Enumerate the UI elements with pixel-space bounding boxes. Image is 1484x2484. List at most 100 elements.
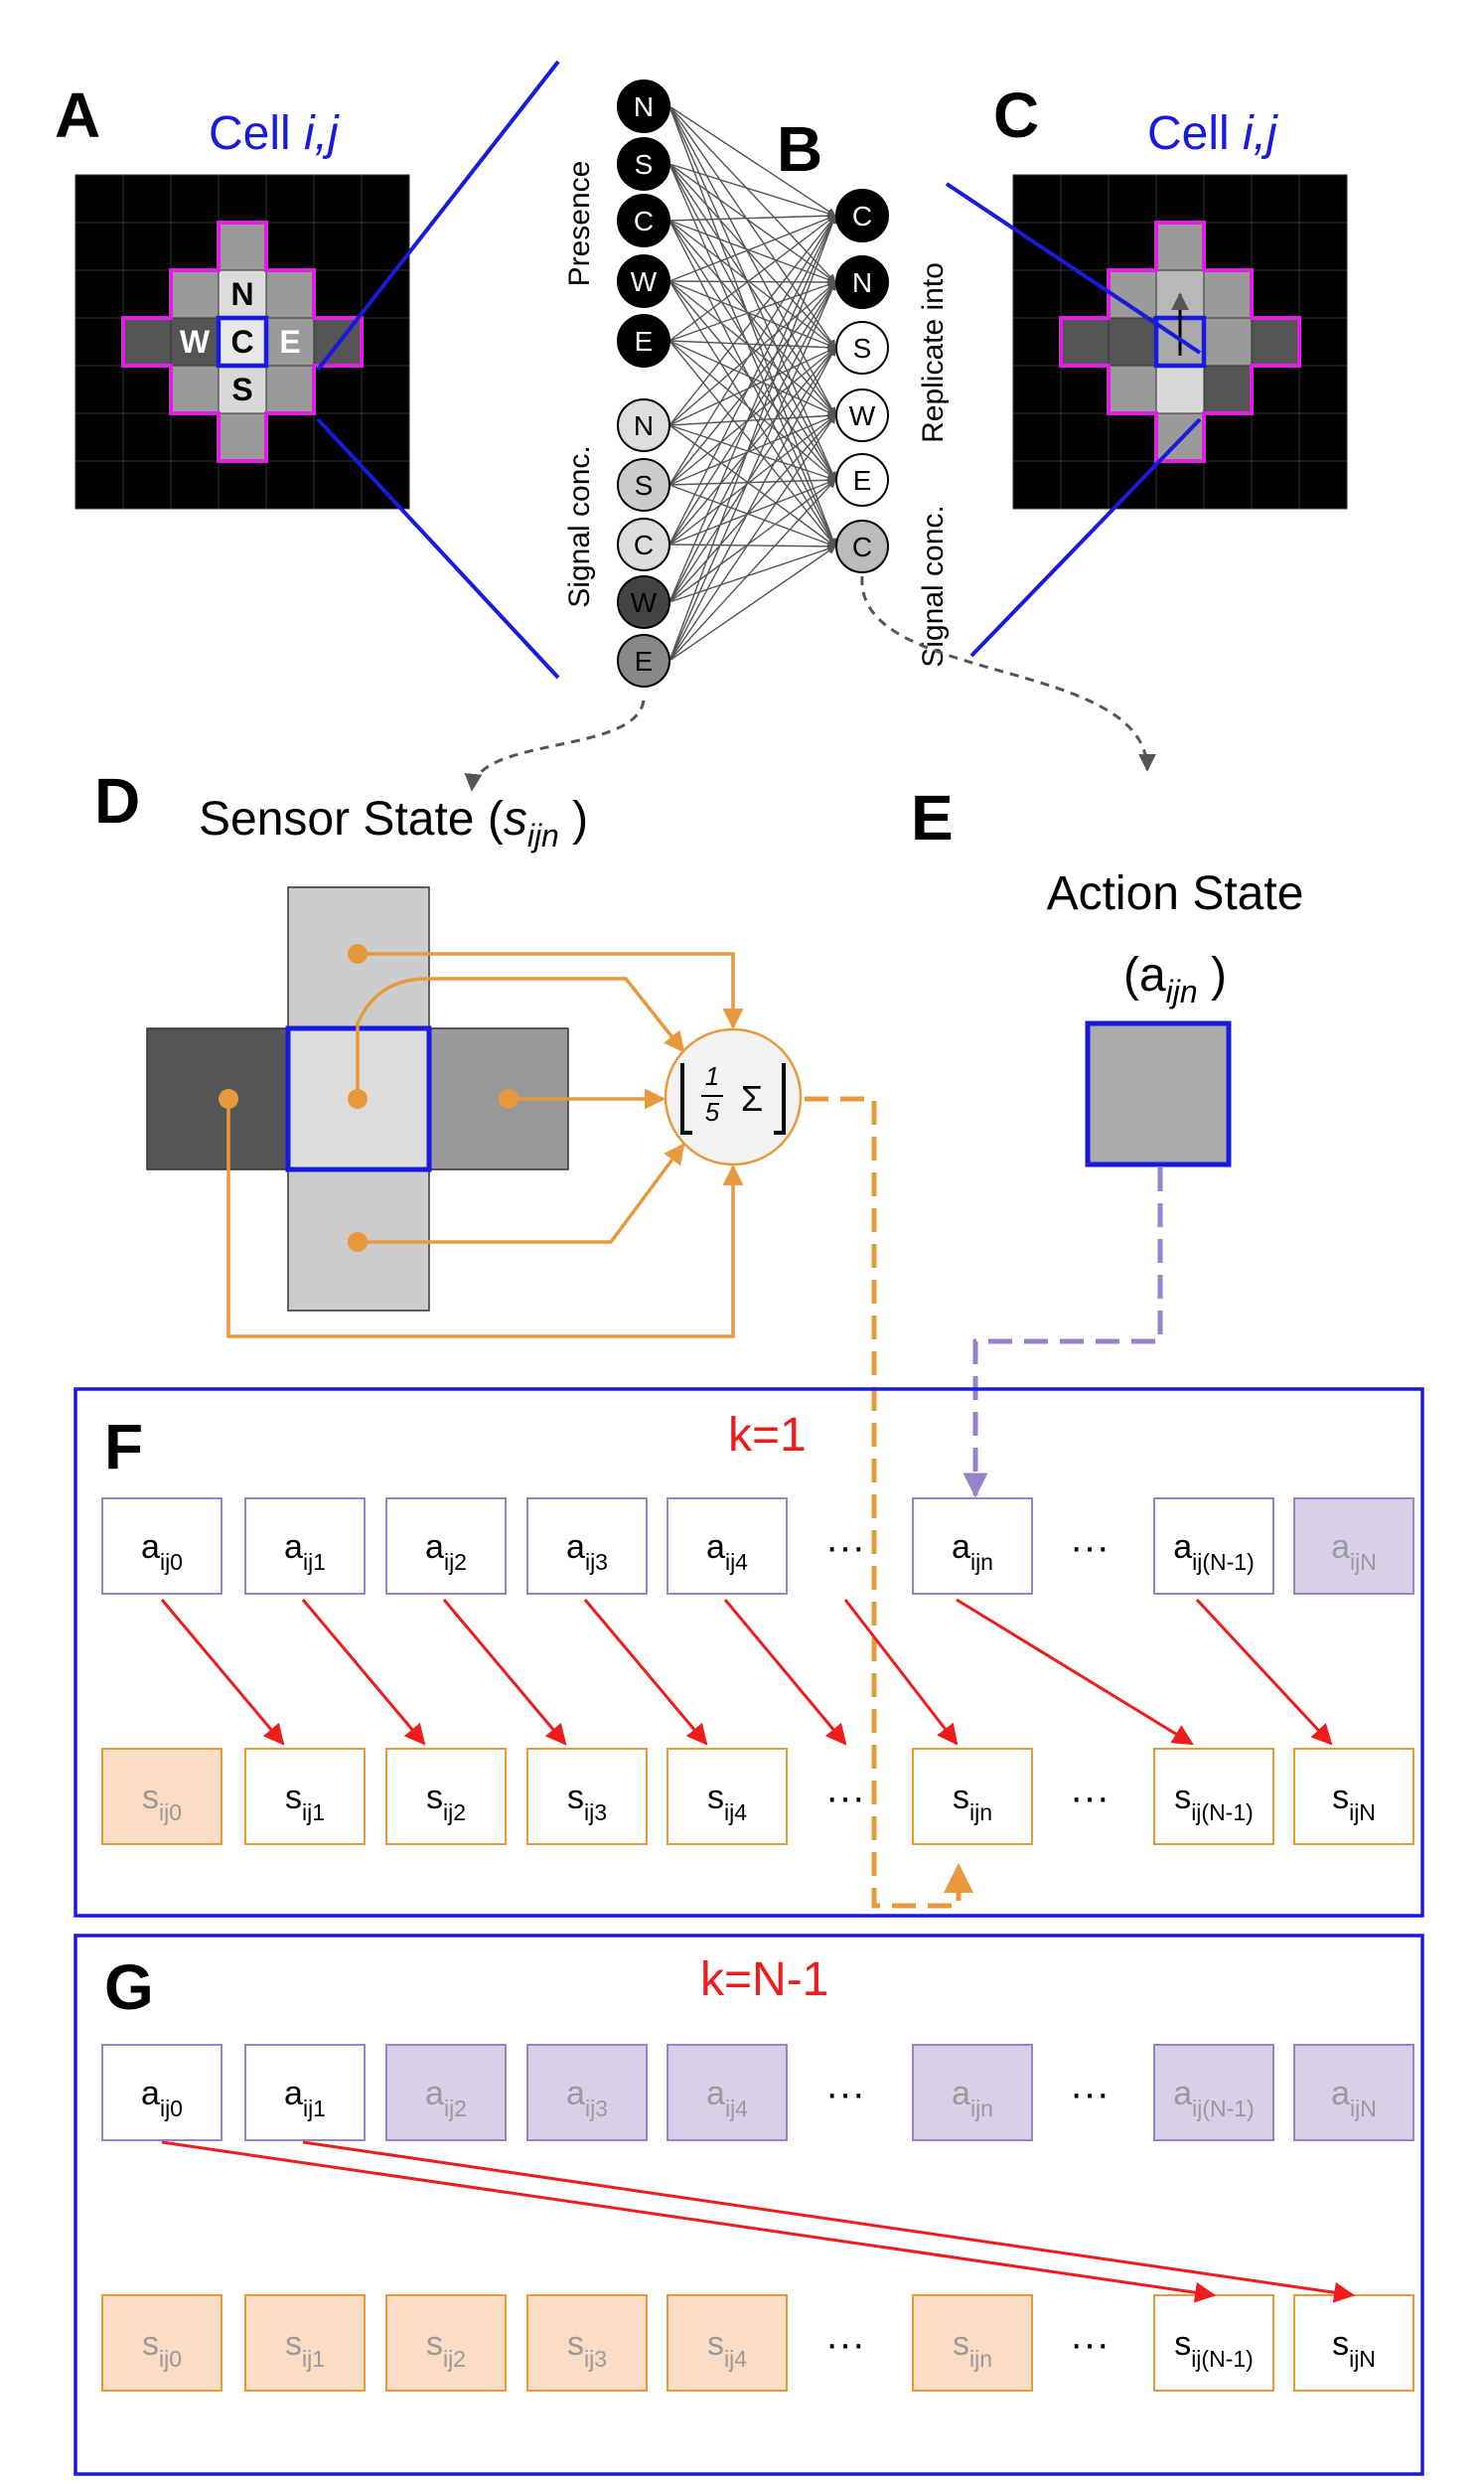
sensor-state-title-prefix: Sensor State ( <box>199 793 504 846</box>
input-node <box>617 518 670 571</box>
transition-arrow <box>956 1598 1194 1746</box>
east-dot <box>499 1089 519 1109</box>
action-state-subtitle: (aijn ) <box>1123 949 1227 1009</box>
panel-a-cell <box>170 317 220 367</box>
network-edge <box>668 215 836 486</box>
output-group-signal-label: Signal conc. <box>917 505 950 667</box>
network-edge <box>668 277 836 287</box>
panel-a-cell <box>170 174 220 224</box>
output-node <box>835 255 889 309</box>
network-edge <box>668 163 836 218</box>
output-node-label: C <box>852 201 872 232</box>
panel-a-cell <box>313 269 363 319</box>
panel-a-cell <box>74 412 124 462</box>
sensor-label: sij4 <box>707 2325 747 2372</box>
panel-a-caption-italic: n <box>306 549 333 602</box>
action-link-arrow <box>860 575 1156 772</box>
transition-arrow <box>1195 1598 1333 1746</box>
panel-c-cell <box>1203 365 1253 414</box>
north-connection <box>358 952 744 1030</box>
average-node <box>664 1027 803 1166</box>
panel-c-cell <box>1203 222 1253 271</box>
input-node-label: C <box>634 530 654 560</box>
cell-label-e: E <box>279 324 300 360</box>
action-state-cell <box>1085 1020 1232 1167</box>
action-box <box>1153 2044 1274 2141</box>
input-node <box>617 634 670 688</box>
sensor-connections <box>226 952 744 1338</box>
input-node-label: N <box>634 91 654 122</box>
sensor-box <box>244 1748 366 1845</box>
ellipsis: ··· <box>825 2322 865 2366</box>
transition-arrow <box>442 1599 567 1746</box>
input-node-label: N <box>634 410 654 441</box>
panel-c-cell <box>1298 317 1348 367</box>
panel-c-cell-title-prefix: Cell <box>1147 107 1243 160</box>
panel-a-cell <box>74 222 124 271</box>
sensor-state-title-var: s <box>504 793 527 846</box>
panel-c-cell <box>1203 412 1253 462</box>
panel-a-cell <box>361 412 410 462</box>
sensor-label: sijN <box>1332 1779 1376 1825</box>
action-label: aij3 <box>566 1528 608 1575</box>
action-box <box>912 1497 1033 1595</box>
sensor-label: sij2 <box>426 1779 466 1825</box>
network-edge <box>668 281 836 603</box>
network-edge <box>668 215 836 342</box>
action-state-title: Action State <box>1047 867 1304 920</box>
sensor-box <box>101 2294 223 2392</box>
panel-a-cell <box>265 174 315 224</box>
panel-a-zoom-line-bottom <box>316 417 560 680</box>
sensor-box <box>912 1748 1033 1845</box>
action-label: aij0 <box>141 2075 183 2121</box>
sensor-label: sij1 <box>285 1779 325 1825</box>
panel-c-cell <box>1251 174 1300 224</box>
panel-d: D Sensor State (sijn ) 1 5 Σ <box>94 765 973 1909</box>
output-node-label: S <box>853 333 872 364</box>
output-node <box>835 321 889 375</box>
panel-c-cell <box>1203 460 1253 510</box>
panel-a-cell <box>122 365 172 414</box>
panel-c-cell <box>1012 269 1062 319</box>
panel-a-cell <box>170 222 220 271</box>
cell-label-s: S <box>231 372 252 407</box>
panel-c-cell <box>1012 317 1062 367</box>
action-label: aij1 <box>284 1528 326 1575</box>
input-node-label: W <box>631 266 658 297</box>
sensor-box <box>667 1748 788 1845</box>
network-edge <box>668 281 836 662</box>
panel-a-cell <box>218 222 267 271</box>
output-node-label: N <box>852 267 872 298</box>
action-box <box>667 2044 788 2141</box>
panel-a-cell <box>361 365 410 414</box>
input-node <box>617 137 670 191</box>
ellipsis: ··· <box>1070 1525 1110 1569</box>
north-dot <box>348 944 368 964</box>
panel-a-cell <box>74 317 124 367</box>
formula-denominator: 5 <box>705 1097 720 1127</box>
panel-c-zoom-line-bottom <box>969 417 1202 658</box>
panel-a-cell <box>265 222 315 271</box>
network-edge <box>668 478 836 545</box>
input-node <box>617 575 670 629</box>
network-edge <box>668 163 836 416</box>
panel-a-cell <box>74 269 124 319</box>
action-label: aij(N-1) <box>1173 1528 1255 1575</box>
panel-a-cell <box>218 269 267 319</box>
panel-a-zoom-line-top <box>316 60 560 372</box>
panel-g-k-label: k=N-1 <box>700 1953 828 2006</box>
panel-a-cell <box>122 460 172 510</box>
network-edge <box>668 347 836 486</box>
action-state-subtitle-sub: ijn <box>1166 974 1198 1009</box>
panel-a-cell <box>218 412 267 462</box>
sensor-label: sij(N-1) <box>1174 2325 1254 2372</box>
panel-c-cell <box>1251 222 1300 271</box>
panel-a-cell <box>265 365 315 414</box>
action-label: aij3 <box>566 2075 608 2121</box>
panel-c-cell <box>1108 365 1157 414</box>
network-edge <box>668 281 836 426</box>
panel-a-cell <box>265 412 315 462</box>
